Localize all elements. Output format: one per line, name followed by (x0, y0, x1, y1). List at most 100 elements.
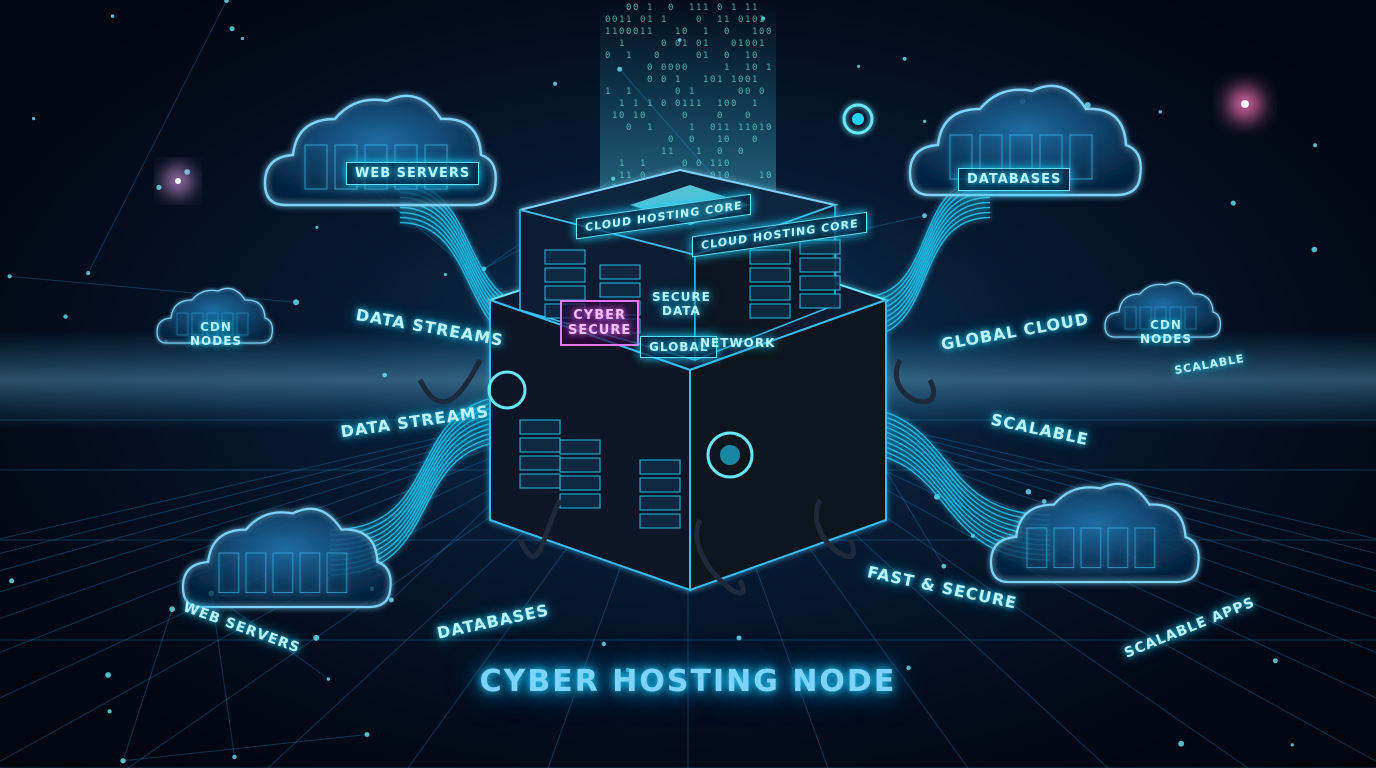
cloud-shape (989, 482, 1200, 584)
secure-data-label: SECURE DATA (652, 290, 711, 318)
code-glyph: 0 (724, 135, 729, 145)
code-glyph: 1 (619, 15, 624, 25)
cloud-bottom-right (989, 482, 1200, 584)
rack-unit (749, 303, 791, 319)
cloud-rack (304, 144, 328, 190)
network-node (1290, 743, 1294, 747)
code-glyph: 1 (703, 39, 708, 49)
rack-unit (599, 282, 641, 298)
code-glyph: 0 (724, 27, 729, 37)
code-glyph: 0 (717, 147, 722, 157)
code-glyph: 1 (626, 87, 631, 97)
network-node (601, 641, 607, 647)
code-glyph: 1 (689, 87, 694, 97)
code-glyph: 0 (724, 99, 729, 109)
code-glyph: 1 (605, 87, 610, 97)
floor-line (0, 379, 689, 554)
sensor-orb-core (852, 113, 864, 125)
network-link (210, 593, 235, 758)
code-glyph: 1 (696, 3, 701, 13)
network-node (229, 26, 235, 32)
rack-unit (599, 264, 641, 280)
code-glyph: 1 (703, 75, 708, 85)
code-glyph: 1 (745, 3, 750, 13)
code-glyph: 1 (682, 99, 687, 109)
floor-line (687, 379, 1376, 554)
code-glyph: 0 (661, 99, 666, 109)
code-glyph: 0 (661, 39, 666, 49)
network-node (63, 314, 68, 319)
cloud-cdn-left (156, 287, 273, 344)
rack-unit (799, 257, 841, 273)
network-link (123, 734, 368, 762)
code-glyph: 0 (738, 147, 743, 157)
code-glyph: 0 (717, 111, 722, 121)
code-glyph: 1 (612, 111, 617, 121)
code-glyph: 0 (724, 171, 729, 181)
rack-unit (519, 473, 561, 489)
code-glyph: 0 (640, 111, 645, 121)
floor-line (0, 379, 689, 593)
code-glyph: 1 (745, 123, 750, 133)
floor-line (0, 379, 689, 572)
code-glyph: 0 (724, 51, 729, 61)
code-glyph: 1 (717, 123, 722, 133)
rack-unit (544, 249, 586, 265)
network-node (857, 64, 861, 68)
cloud-rack (1184, 306, 1197, 330)
cloud-rack (245, 552, 267, 594)
code-glyph: 1 (640, 27, 645, 37)
network-link (87, 0, 227, 274)
code-glyph: 0 (696, 159, 701, 169)
network-node (156, 184, 162, 190)
code-glyph: 1 (626, 15, 631, 25)
code-glyph: 0 (675, 63, 680, 73)
code-glyph: 1 (668, 147, 673, 157)
code-glyph: 1 (689, 99, 694, 109)
code-glyph: 0 (612, 15, 617, 25)
cable (417, 358, 483, 405)
cyber-secure-chip: CYBER SECURE (560, 300, 640, 346)
rack-unit (749, 249, 791, 265)
code-glyph: 0 (682, 159, 687, 169)
code-glyph: 1 (710, 159, 715, 169)
global-label: GLOBAL (640, 336, 718, 358)
code-glyph: 0 (633, 27, 638, 37)
network-node (224, 0, 229, 3)
rack-unit (519, 419, 561, 435)
code-glyph: 0 (626, 123, 631, 133)
rack-unit (519, 455, 561, 471)
rack-unit (639, 495, 681, 511)
code-glyph: 0 (647, 63, 652, 73)
network-node (1041, 499, 1047, 504)
code-glyph: 1 (689, 123, 694, 133)
network-node (169, 606, 175, 613)
network-node (7, 274, 12, 279)
network-node (31, 117, 36, 121)
rack-unit (639, 459, 681, 475)
code-glyph: 1 (647, 3, 652, 13)
code-glyph: 1 (752, 3, 757, 13)
cloud-shape (1104, 281, 1221, 338)
cloud-rack (1069, 134, 1093, 180)
rack-unit (559, 493, 601, 509)
code-glyph: 1 (682, 39, 687, 49)
code-glyph: 0 (661, 63, 666, 73)
code-glyph: 1 (619, 99, 624, 109)
code-glyph: 1 (724, 15, 729, 25)
network-node (934, 493, 940, 500)
cloud-label-cdn-right: CDN NODES (1140, 318, 1193, 346)
code-glyph: 1 (619, 39, 624, 49)
cloud-shape (908, 84, 1142, 197)
cloud-rack (1026, 527, 1048, 569)
code-glyph: 0 (640, 15, 645, 25)
rack-unit (559, 439, 601, 455)
code-glyph: 1 (675, 75, 680, 85)
core-lamp-right (706, 431, 754, 479)
code-glyph: 0 (689, 135, 694, 145)
code-glyph: 0 (738, 15, 743, 25)
code-glyph: 1 (647, 27, 652, 37)
cable (694, 518, 746, 596)
code-glyph: 0 (766, 123, 771, 133)
code-glyph: 1 (647, 15, 652, 25)
